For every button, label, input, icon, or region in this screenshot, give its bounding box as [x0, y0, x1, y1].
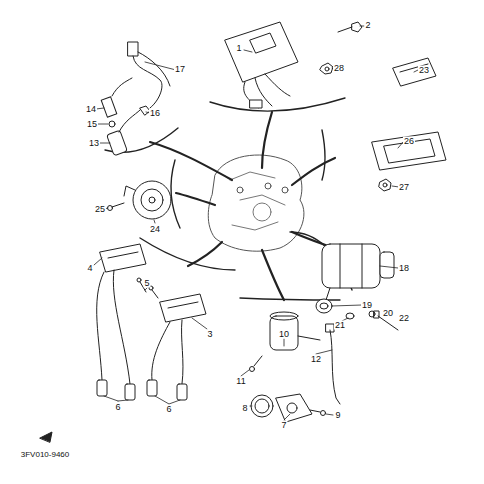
callout-number: 10: [278, 330, 290, 339]
arrow-mark: [40, 432, 52, 442]
rectifier: [372, 132, 446, 191]
ignition-coils: [97, 244, 206, 400]
horn: [108, 181, 172, 219]
callout-number: 11: [235, 377, 246, 386]
switch-group: [101, 42, 170, 156]
callout-number: 7: [280, 421, 287, 430]
callout-number: 4: [86, 264, 93, 273]
relay: [393, 58, 436, 86]
callout-number: 23: [418, 66, 430, 75]
callout-number: 17: [174, 65, 186, 74]
callout-number: 14: [85, 105, 97, 114]
callout-number: 19: [361, 301, 373, 310]
callout-number: 6: [165, 405, 172, 414]
cdi-unit: [225, 22, 362, 108]
starter-motor: [316, 244, 398, 330]
callout-number: 15: [86, 120, 98, 129]
sensor-group: [250, 312, 341, 422]
callout-number: 12: [310, 355, 322, 364]
callout-number: 26: [403, 137, 415, 146]
callout-number: 9: [334, 411, 341, 420]
callout-number: 16: [149, 109, 161, 118]
callout-number: 21: [334, 321, 346, 330]
callout-number: 5: [143, 279, 150, 288]
callout-number: 13: [88, 139, 100, 148]
callout-number: 18: [398, 264, 410, 273]
callout-number: 20: [382, 309, 394, 318]
group-lines: [150, 112, 340, 300]
callout-number: 2: [364, 21, 371, 30]
callout-number: 8: [241, 404, 248, 413]
callout-number: 22: [398, 314, 410, 323]
callout-number: 3: [206, 330, 213, 339]
callout-number: 28: [333, 64, 345, 73]
callout-number: 1: [235, 44, 242, 53]
part-code: 3FV010-9460: [20, 451, 70, 459]
leader-lines: [94, 26, 418, 420]
callout-number: 24: [149, 225, 161, 234]
callout-number: 25: [94, 205, 106, 214]
callout-number: 27: [398, 183, 410, 192]
engine-outline: [208, 155, 304, 251]
group-brackets: [105, 98, 352, 300]
callout-number: 6: [114, 403, 121, 412]
